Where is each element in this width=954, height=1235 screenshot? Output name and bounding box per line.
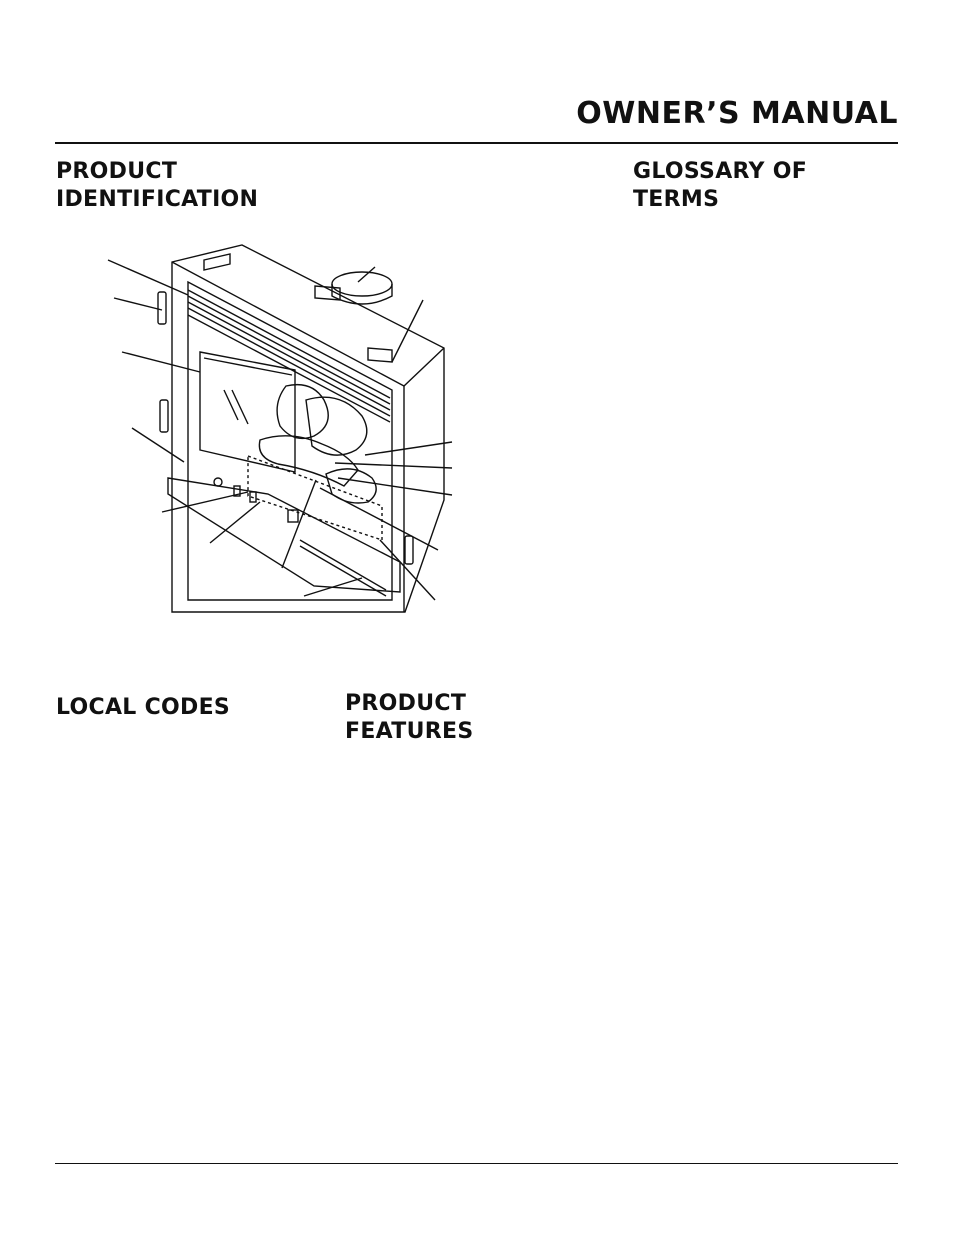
heading-line: PRODUCT [56, 159, 178, 184]
heading-product-features: PRODUCT FEATURES [345, 690, 473, 746]
header-rule [55, 142, 898, 144]
footer-rule [55, 1163, 898, 1164]
heading-glossary-of-terms: GLOSSARY OF TERMS [633, 158, 807, 214]
heading-product-identification: PRODUCT IDENTIFICATION [56, 158, 258, 214]
fireplace-illustration-icon [100, 240, 460, 620]
heading-line: IDENTIFICATION [56, 187, 259, 212]
heading-line: GLOSSARY OF [633, 159, 808, 184]
page-title: OWNER’S MANUAL [576, 96, 898, 131]
heading-line: TERMS [633, 187, 720, 212]
heading-local-codes: LOCAL CODES [56, 695, 231, 720]
heading-line: PRODUCT [345, 691, 467, 716]
heading-line: FEATURES [345, 719, 474, 744]
